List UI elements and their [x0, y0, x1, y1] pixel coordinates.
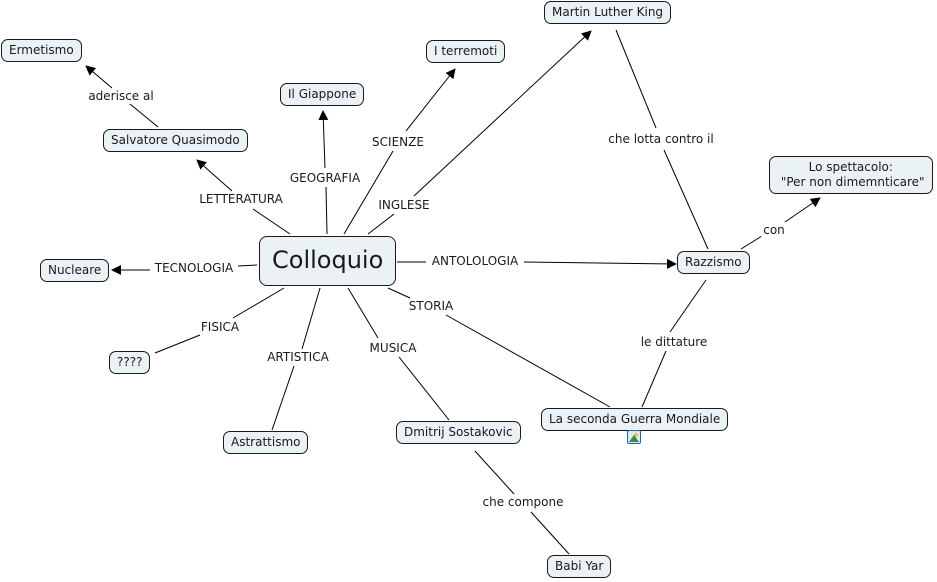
link-label-tecnologia[interactable]: TECNOLOGIA — [152, 261, 236, 275]
edge-storia-guerra — [445, 314, 611, 408]
concept-node-sostakovic[interactable]: Dmitrij Sostakovic — [396, 421, 521, 444]
edge-dittature-guerra — [641, 350, 667, 408]
edge-colloquio-storia — [387, 287, 411, 299]
edge-colloquio-fisica — [232, 287, 285, 319]
edge-razzismo-dittature — [669, 279, 707, 333]
concept-node-babi-yar[interactable]: Babi Yar — [547, 555, 612, 578]
link-label-geografia[interactable]: GEOGRAFIA — [287, 171, 363, 185]
edge-colloquio-scienze — [343, 150, 394, 235]
link-label-artistica[interactable]: ARTISTICA — [265, 350, 331, 364]
edge-geografia-giappone — [318, 110, 329, 169]
link-label-storia[interactable]: STORIA — [406, 299, 456, 313]
image-resource-icon[interactable] — [627, 430, 641, 444]
link-label-antologia[interactable]: ANTOLOLOGIA — [429, 254, 521, 268]
edge-sostakovic-compone — [474, 450, 515, 495]
edge-quasimodo-aderisce — [129, 103, 159, 128]
concept-node-giappone[interactable]: Il Giappone — [280, 83, 365, 106]
hill-glyph — [629, 435, 639, 442]
concept-node-colloquio[interactable]: Colloquio — [259, 236, 396, 286]
edge-fisica-unknown — [154, 334, 201, 354]
link-label-aderisce[interactable]: aderisce al — [86, 89, 156, 103]
link-label-dittature[interactable]: le dittature — [638, 335, 710, 349]
link-label-inglese[interactable]: INGLESE — [376, 198, 432, 212]
concept-node-ermetismo[interactable]: Ermetismo — [1, 39, 82, 62]
edge-colloquio-letteratura — [252, 208, 291, 235]
edge-colloquio-artistica — [301, 287, 321, 350]
edge-compone-babiyar — [530, 511, 570, 555]
edge-colloquio-tecnologia — [237, 264, 258, 267]
edge-letteratura-quasimodo — [196, 159, 233, 192]
edge-aderisce-ermetismo — [85, 65, 113, 89]
link-label-musica[interactable]: MUSICA — [367, 341, 419, 355]
concept-node-nucleare[interactable]: Nucleare — [40, 259, 110, 282]
link-label-fisica[interactable]: FISICA — [198, 320, 242, 334]
edge-razzismo-con — [740, 235, 763, 250]
edge-scienze-terremoti — [405, 68, 456, 132]
concept-node-spettacolo[interactable]: Lo spettacolo: "Per non dimemnticare" — [769, 156, 933, 194]
edge-colloquio-inglese — [367, 213, 395, 235]
edge-inglese-mlk — [413, 30, 592, 197]
concept-node-martin-luther-king[interactable]: Martin Luther King — [544, 1, 672, 24]
link-label-lotta[interactable]: che lotta contro il — [606, 132, 716, 146]
edge-mlk-lotta — [615, 29, 657, 129]
edge-colloquio-geografia — [325, 186, 328, 235]
edge-antologia-razzismo — [523, 258, 677, 269]
concept-node-razzismo[interactable]: Razzismo — [677, 251, 750, 274]
concept-node-unknown[interactable]: ???? — [109, 351, 151, 374]
link-label-con[interactable]: con — [761, 223, 787, 237]
edge-colloquio-musica — [347, 287, 379, 339]
link-label-compone[interactable]: che compone — [480, 495, 566, 509]
edge-lotta-razzismo — [663, 149, 709, 250]
concept-node-quasimodo[interactable]: Salvatore Quasimodo — [103, 129, 248, 152]
concept-node-seconda-guerra-mondiale[interactable]: La seconda Guerra Mondiale — [541, 408, 729, 431]
concept-node-terremoti[interactable]: I terremoti — [426, 40, 506, 63]
edge-con-spettacolo — [784, 197, 821, 223]
link-label-letteratura[interactable]: LETTERATURA — [197, 192, 285, 206]
edge-musica-sostakovic — [398, 356, 450, 421]
edge-artistica-astrattismo — [271, 365, 295, 431]
link-label-scienze[interactable]: SCIENZE — [370, 135, 426, 149]
concept-node-astrattismo[interactable]: Astrattismo — [223, 431, 309, 454]
